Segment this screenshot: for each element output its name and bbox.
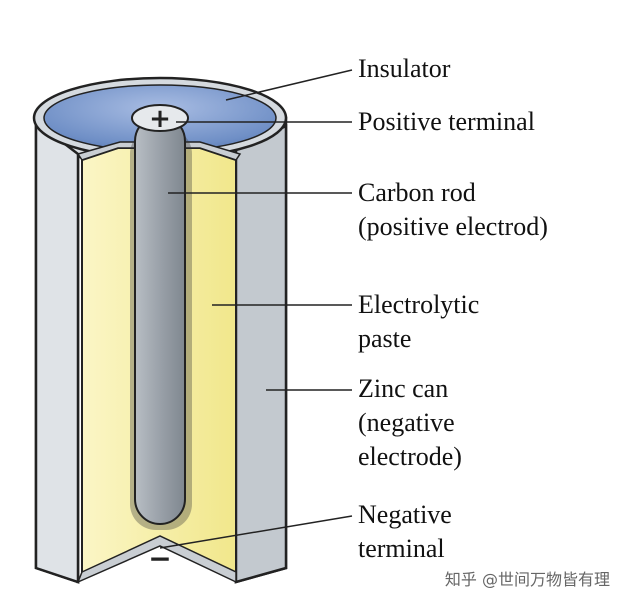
- minus-symbol: −: [148, 542, 171, 575]
- label-zinc-line3: electrode): [358, 442, 462, 471]
- zinc-can-right-wall: [234, 124, 288, 584]
- positive-terminal-cap: [131, 104, 189, 132]
- leader-negative-terminal: [159, 515, 353, 549]
- zinc-can-bottom: [76, 535, 237, 584]
- leader-insulator: [225, 69, 353, 101]
- plus-symbol: +: [149, 104, 171, 134]
- carbon-rod: [134, 115, 186, 525]
- label-carbon-rod-line2: (positive electrod): [358, 212, 548, 241]
- label-insulator: Insulator: [358, 54, 451, 83]
- label-negative-line2: terminal: [358, 534, 445, 563]
- label-electrolytic-line1: Electrolytic: [358, 290, 480, 319]
- label-carbon-rod-line1: Carbon rod: [358, 178, 476, 207]
- zinc-can-left-cut: [34, 119, 80, 584]
- watermark: 知乎 @世间万物皆有理: [444, 570, 610, 589]
- label-zinc-line1: Zinc can: [358, 374, 449, 403]
- label-positive-terminal: Positive terminal: [358, 107, 535, 136]
- label-zinc-line2: (negative: [358, 408, 455, 437]
- label-negative-line1: Negative: [358, 500, 452, 529]
- label-electrolytic-line2: paste: [358, 324, 412, 353]
- leader-lines: [159, 69, 353, 549]
